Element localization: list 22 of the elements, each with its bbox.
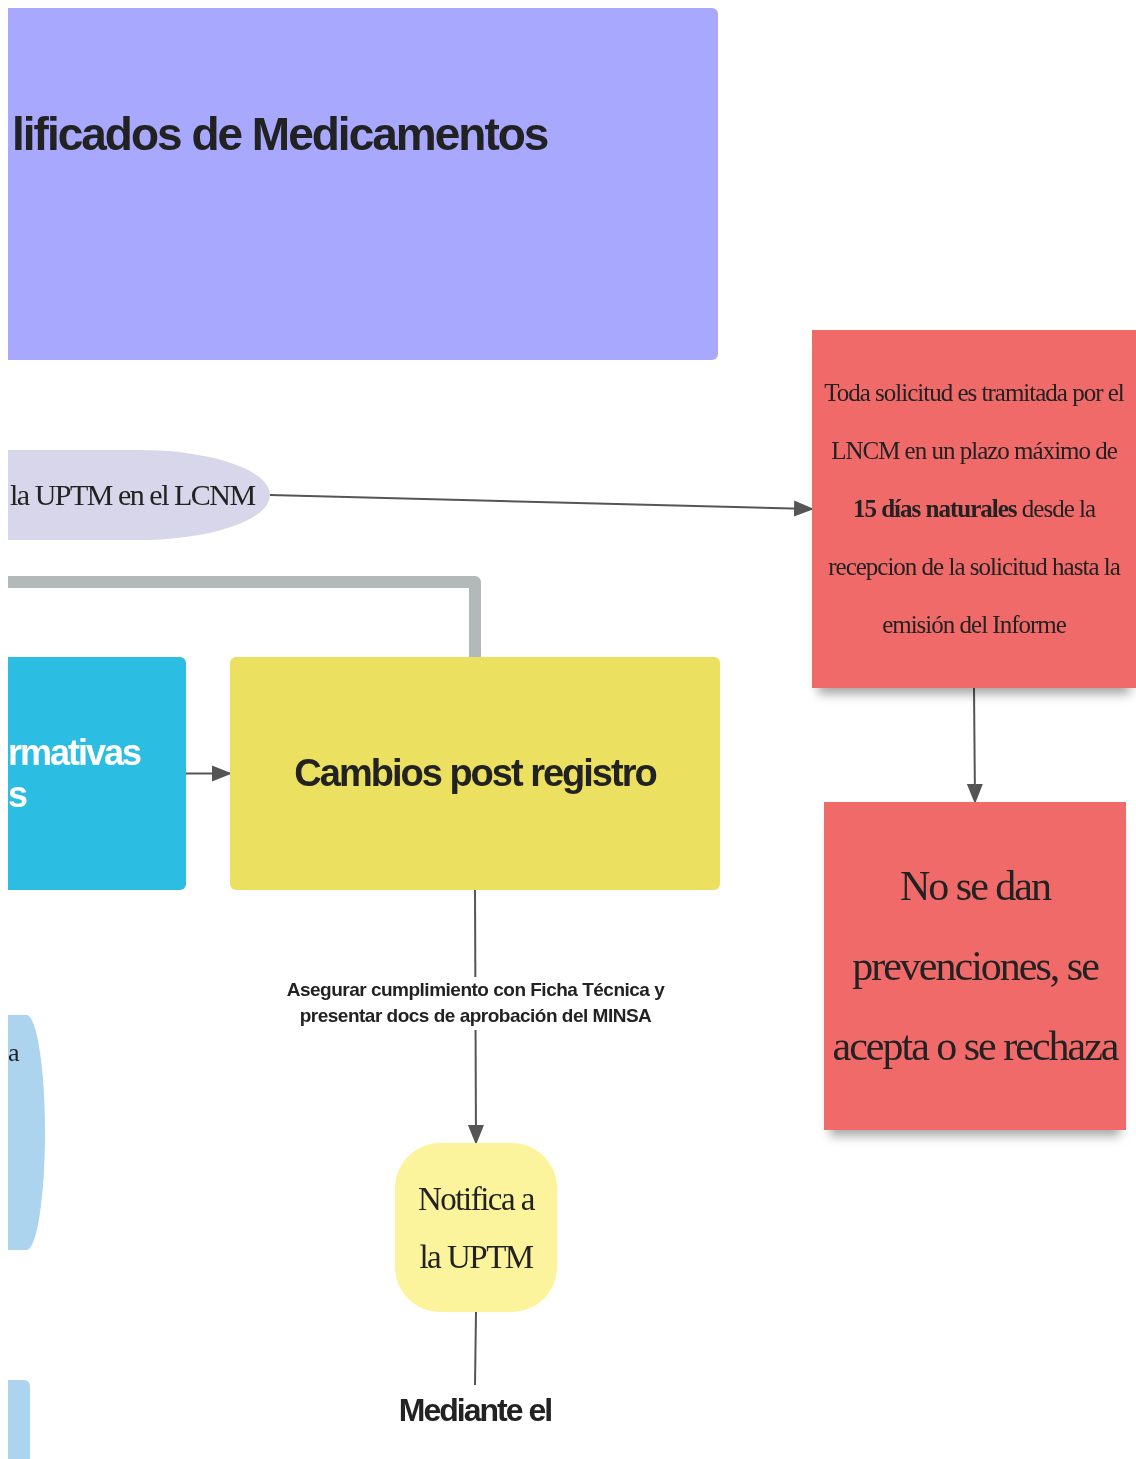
process-box — [8, 1380, 30, 1459]
node-label: Mediante el — [398, 1391, 552, 1429]
node-label: Cambios post registro — [294, 752, 656, 795]
node-label: Notifica a la UPTM — [417, 1179, 536, 1277]
arrow — [185, 765, 232, 782]
node-label: lificados de Medicamentos — [12, 107, 548, 161]
arrow — [269, 494, 814, 517]
connector-line — [8, 576, 481, 657]
node-label: a — [8, 1037, 20, 1068]
note-box — [824, 802, 1126, 1130]
connector-line — [474, 1311, 477, 1386]
node-text: s — [8, 773, 27, 816]
node-label: la UPTM en el LCNM — [10, 478, 255, 512]
process-box — [230, 657, 720, 890]
arrow — [966, 687, 983, 804]
note-box — [812, 330, 1136, 688]
title-box — [8, 8, 718, 360]
process-box — [8, 657, 186, 890]
node-heading: rmativas — [8, 731, 141, 774]
process-box — [395, 1143, 557, 1312]
node-label: No se dan prevenciones, se acepta o se rechaza — [832, 862, 1118, 1071]
node-label: Toda solicitud es tramitada por el LNCM en un plazo máximo de 15 días naturales desde la recepcion de la solicitud hasta la emisión del Informe — [823, 378, 1125, 640]
